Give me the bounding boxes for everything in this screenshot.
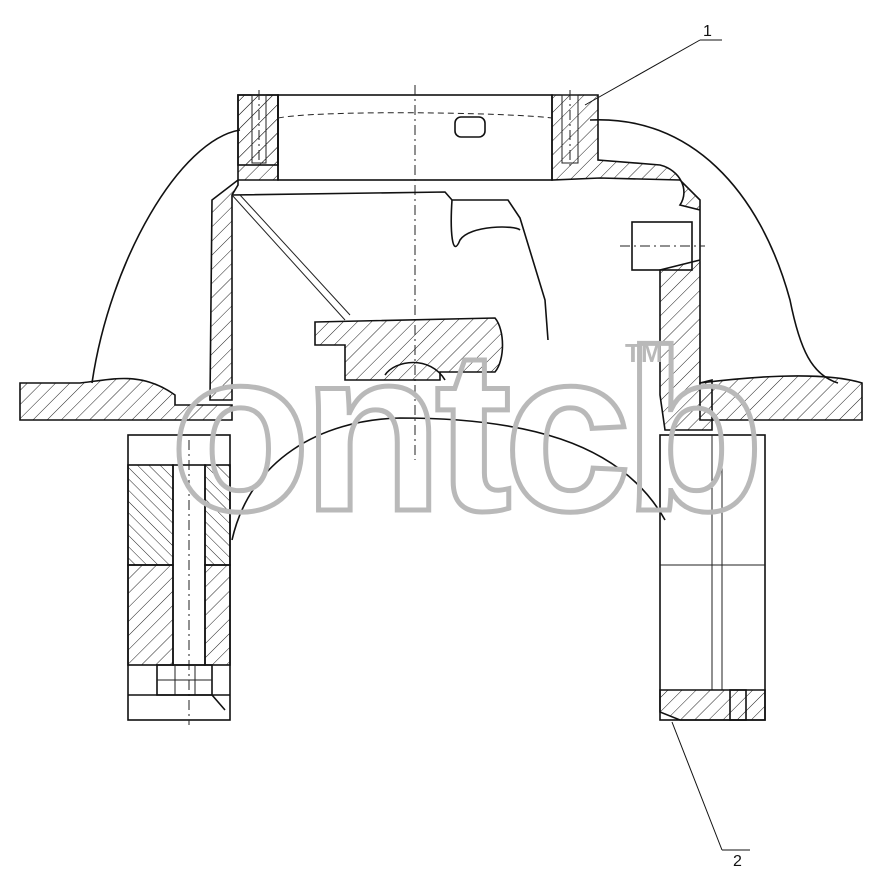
left-support-section-upper-r [204, 464, 231, 566]
rib-section [314, 317, 504, 381]
right-foot-hole [729, 689, 747, 721]
lower-arch [231, 417, 666, 541]
callout-1: 1 [703, 23, 712, 40]
watermark-tm: TM [625, 338, 663, 368]
callout-2: 2 [733, 853, 742, 870]
right-foot-section [659, 689, 766, 721]
top-boss-left [237, 94, 279, 166]
watermark-text: ontcb [170, 302, 756, 559]
side-bore [631, 221, 693, 271]
left-support-section-lower [127, 564, 174, 666]
leader-1 [584, 39, 701, 106]
outer-contour [91, 119, 839, 384]
left-flange-section [19, 377, 233, 421]
right-flange-section [699, 375, 863, 421]
slot [454, 116, 486, 138]
inner-cavity [231, 191, 549, 341]
left-support-section-lower-r [204, 564, 231, 666]
left-support-section-upper [127, 464, 174, 566]
top-boss-right [551, 94, 713, 431]
leader-2 [671, 721, 723, 851]
